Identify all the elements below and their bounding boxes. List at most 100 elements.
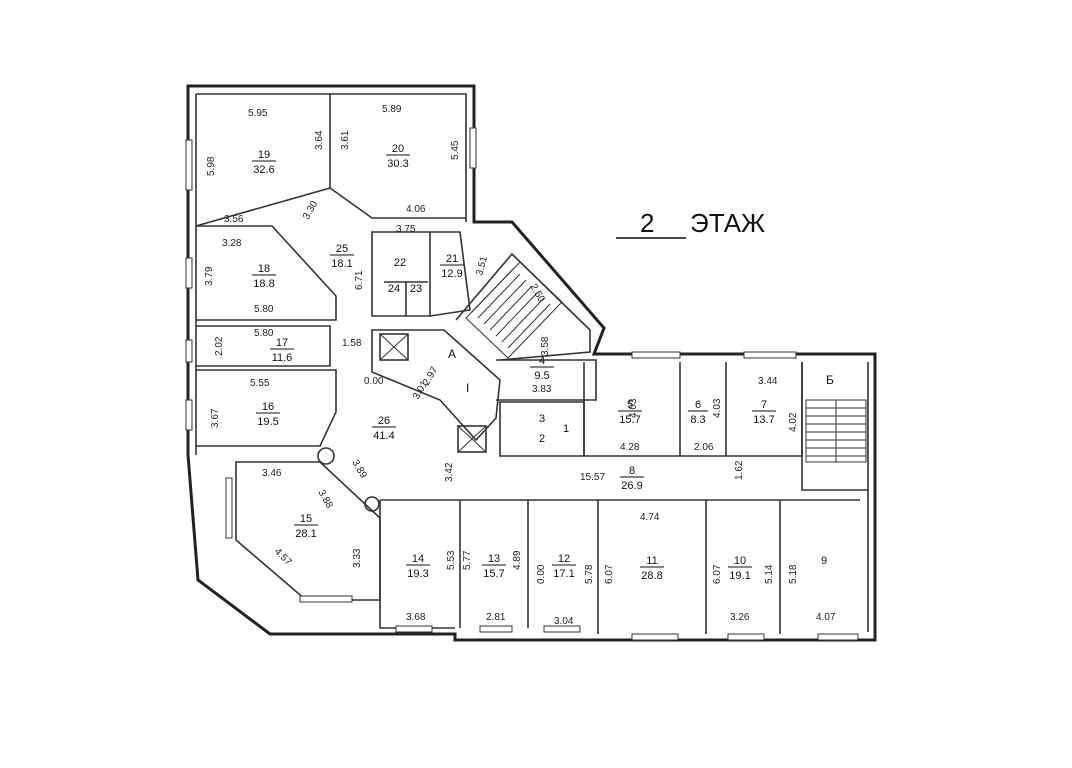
room-4: 49.5 (530, 355, 554, 382)
svg-text:4.28: 4.28 (620, 442, 640, 453)
svg-text:22: 22 (394, 257, 406, 269)
svg-text:17: 17 (276, 337, 288, 349)
svg-text:4.74: 4.74 (640, 512, 660, 523)
svg-text:41.4: 41.4 (373, 430, 394, 442)
svg-text:5.77: 5.77 (462, 550, 473, 570)
svg-text:3.61: 3.61 (340, 130, 351, 150)
svg-text:4: 4 (539, 355, 545, 367)
room-23: 23 (410, 283, 422, 295)
svg-text:8.3: 8.3 (690, 414, 705, 426)
svg-text:5.14: 5.14 (764, 564, 775, 584)
svg-text:3.46: 3.46 (262, 468, 282, 479)
svg-text:5.98: 5.98 (206, 156, 217, 176)
room-8-corridor: 826.9 (620, 465, 644, 492)
svg-text:2.06: 2.06 (694, 442, 714, 453)
svg-text:13.7: 13.7 (753, 414, 774, 426)
letter-i: I (466, 381, 469, 395)
svg-text:5.80: 5.80 (254, 328, 274, 339)
svg-text:11.6: 11.6 (272, 352, 293, 364)
room-3: 3 (539, 413, 545, 425)
svg-text:21: 21 (446, 253, 458, 265)
svg-text:2: 2 (539, 433, 545, 445)
svg-text:4.06: 4.06 (406, 204, 426, 215)
room-6: 68.3 (688, 399, 708, 426)
svg-text:11: 11 (646, 555, 657, 567)
room-11: 11 28.8 (640, 555, 664, 582)
svg-text:12: 12 (558, 553, 570, 565)
svg-text:6: 6 (695, 399, 701, 411)
room-19: 19 32.6 (252, 149, 276, 176)
svg-text:30.3: 30.3 (387, 158, 408, 170)
svg-text:3.42: 3.42 (444, 462, 455, 482)
svg-text:17.1: 17.1 (553, 568, 574, 580)
letter-a: А (448, 347, 456, 361)
room-18: 18 18.8 (252, 263, 276, 290)
letter-b: Б (826, 373, 834, 387)
svg-text:3.56: 3.56 (224, 214, 244, 225)
svg-text:19.1: 19.1 (729, 570, 750, 582)
svg-text:9.5: 9.5 (534, 370, 549, 382)
svg-text:3.58: 3.58 (540, 336, 551, 356)
svg-text:18.1: 18.1 (331, 258, 352, 270)
room-14: 14 19.3 (406, 553, 430, 580)
room-17: 17 11.6 (270, 337, 294, 364)
svg-text:4.02: 4.02 (788, 412, 799, 432)
svg-text:3.89: 3.89 (349, 458, 368, 481)
svg-text:8: 8 (629, 465, 635, 477)
svg-text:18: 18 (258, 263, 270, 275)
svg-text:26: 26 (378, 415, 390, 427)
floor-title: 2 ЭТАЖ (616, 208, 765, 239)
svg-text:19: 19 (258, 149, 270, 161)
svg-text:7: 7 (761, 399, 767, 411)
room-2: 2 (539, 433, 545, 445)
stairs-b (805, 399, 867, 463)
svg-text:32.6: 32.6 (253, 164, 274, 176)
svg-text:20: 20 (392, 143, 404, 155)
svg-text:4.03: 4.03 (628, 398, 639, 418)
svg-text:19.5: 19.5 (257, 416, 278, 428)
svg-text:3.88: 3.88 (315, 488, 334, 511)
svg-text:24: 24 (388, 283, 400, 295)
svg-text:6.07: 6.07 (712, 564, 723, 584)
svg-text:3.04: 3.04 (554, 616, 574, 627)
svg-text:2.81: 2.81 (486, 612, 506, 623)
svg-text:5.89: 5.89 (382, 104, 402, 115)
room-21: 21 12.9 (440, 253, 464, 280)
svg-text:3.79: 3.79 (204, 266, 215, 286)
svg-text:3.83: 3.83 (532, 384, 552, 395)
svg-text:12.9: 12.9 (441, 268, 462, 280)
svg-text:2.02: 2.02 (214, 336, 225, 356)
windows (185, 127, 859, 641)
svg-text:15.7: 15.7 (483, 568, 504, 580)
floor-label: ЭТАЖ (690, 208, 765, 238)
svg-text:3.26: 3.26 (730, 612, 750, 623)
svg-text:5: 5 (627, 399, 633, 411)
svg-text:5.80: 5.80 (254, 304, 274, 315)
svg-text:3.33: 3.33 (352, 548, 363, 568)
svg-text:5.55: 5.55 (250, 378, 270, 389)
svg-text:16: 16 (262, 401, 274, 413)
svg-text:14: 14 (412, 553, 424, 565)
svg-text:18.8: 18.8 (253, 278, 274, 290)
elevator-shafts (379, 333, 487, 453)
svg-text:5.78: 5.78 (584, 564, 595, 584)
svg-text:13: 13 (488, 553, 500, 565)
svg-text:5.95: 5.95 (248, 108, 268, 119)
room-22: 22 (394, 257, 406, 269)
svg-text:25: 25 (336, 243, 348, 255)
svg-text:28.8: 28.8 (641, 570, 662, 582)
svg-text:3.67: 3.67 (210, 408, 221, 428)
room-24: 24 (388, 283, 400, 295)
svg-text:5.45: 5.45 (450, 140, 461, 160)
svg-text:19.3: 19.3 (407, 568, 428, 580)
svg-text:10: 10 (734, 555, 746, 567)
svg-text:3.30: 3.30 (301, 199, 320, 222)
svg-text:1.62: 1.62 (734, 460, 745, 480)
svg-text:6.07: 6.07 (604, 564, 615, 584)
svg-text:1.58: 1.58 (342, 338, 362, 349)
room-7: 713.7 (752, 399, 776, 426)
stairs-a (465, 261, 563, 359)
svg-text:15.57: 15.57 (580, 472, 605, 483)
svg-text:5.18: 5.18 (788, 564, 799, 584)
